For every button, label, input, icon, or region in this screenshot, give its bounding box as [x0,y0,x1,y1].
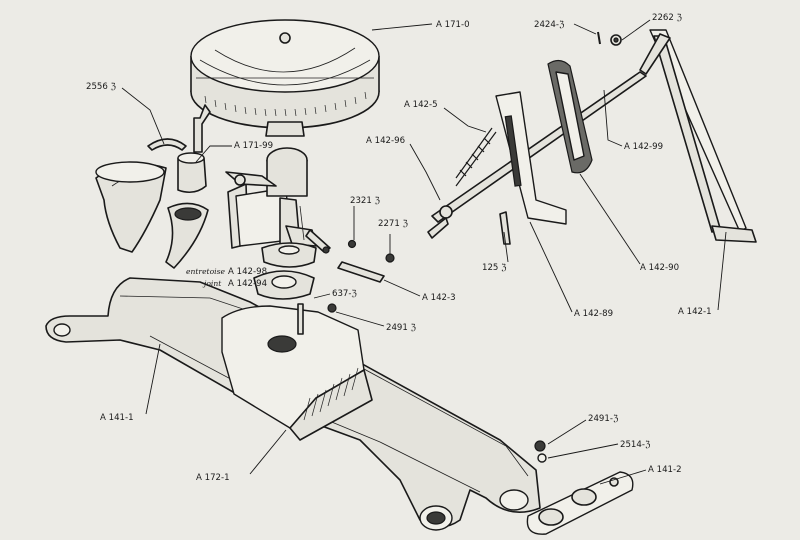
label-a141-1: A 141-1 [100,413,134,423]
label-a141-2: A 141-2 [648,465,682,475]
nut-2491-bottom [534,440,546,452]
clip-2556 [147,138,187,151]
label-a142-96: A 142-96 [366,136,405,146]
nut-2271 [385,253,395,263]
pedal-bracket [495,91,567,225]
label-a172-1: A 172-1 [196,473,230,483]
return-spring [455,127,497,187]
label-2491-top: 2491 ℨ [386,323,416,333]
label-2556: 2556 ℨ [86,82,116,92]
label-2262: 2262 ℨ [652,13,682,23]
label-a142-98: A 142-98 [228,267,267,277]
label-637: 637-ℨ [332,289,357,299]
air-filter [190,19,380,153]
part-labels: A 171-0 2424-ℨ 2262 ℨ 2556 ℨ A 171-99 A … [86,13,712,483]
label-a142-94: A 142-94 [228,279,267,289]
label-2424: 2424-ℨ [534,20,564,30]
label-2491-bottom: 2491-ℨ [588,414,618,424]
nut-2491-top [327,303,337,313]
air-horn-assembly [95,152,209,269]
label-a171-99: A 171-99 [234,141,273,151]
heat-box [221,303,373,441]
carburettor [225,147,331,254]
leader-lines [121,19,727,485]
link-rod-a142-3 [337,261,385,283]
label-a142-1: A 142-1 [678,307,712,317]
label-a142-99: A 142-99 [624,142,663,152]
label-a142-5: A 142-5 [404,100,438,110]
label-a142-3: A 142-3 [422,293,456,303]
label-2321: 2321 ℨ [350,196,380,206]
label-spacer-word: entretoise [186,267,226,276]
pin-2424 [597,31,601,45]
label-a142-90: A 142-90 [640,263,679,273]
washer-2321 [347,239,357,249]
label-a171-0: A 171-0 [436,20,470,30]
throttle-rod [431,71,647,223]
label-2271: 2271 ℨ [378,219,408,229]
label-2514: 2514-ℨ [620,440,650,450]
label-gasket-word: joint [202,279,222,288]
label-a142-89: A 142-89 [574,309,613,319]
manifold-gasket [526,471,634,535]
washer-2514 [537,453,547,463]
label-125: 125 ℨ [482,263,506,273]
spacer-and-gasket [253,242,317,300]
